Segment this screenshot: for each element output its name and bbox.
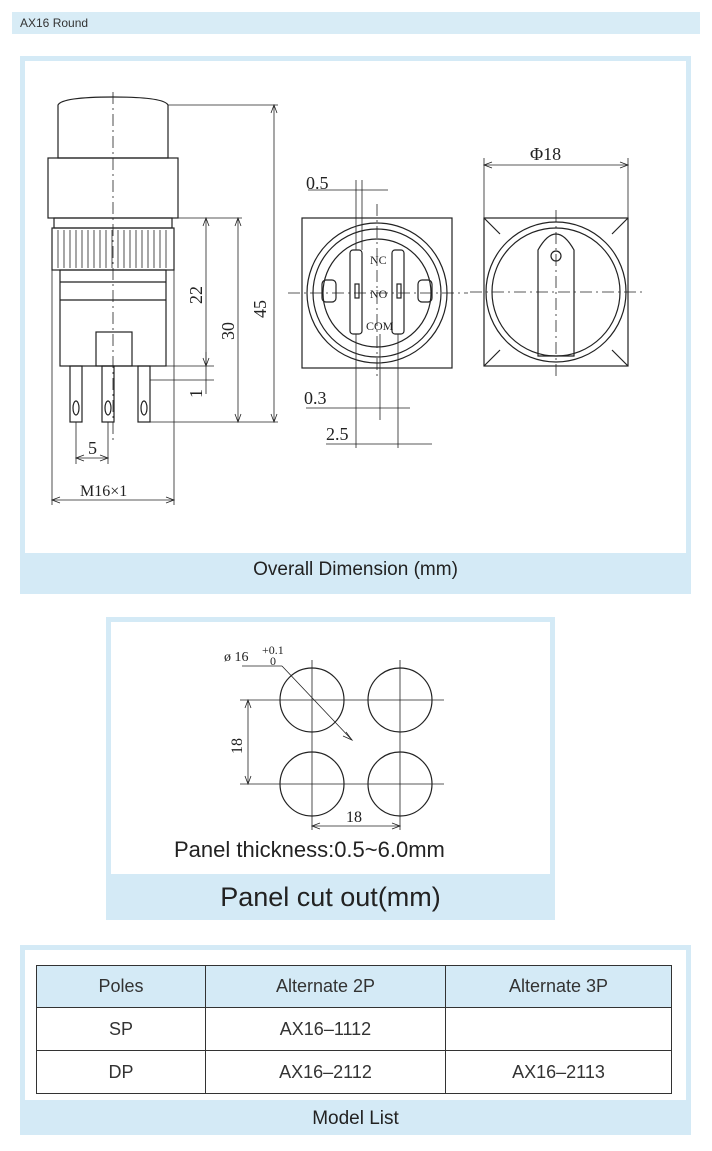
dim-45: 45 <box>250 300 270 318</box>
cell-poles: DP <box>36 1050 206 1094</box>
model-table-header-row: Poles Alternate 2P Alternate 3P <box>36 965 672 1008</box>
dim-22: 22 <box>186 286 206 304</box>
cell-alternate-2p: AX16–1112 <box>205 1007 446 1051</box>
dim-0-5: 0.5 <box>306 173 329 193</box>
terminal-nc-label: NC <box>370 253 387 267</box>
header-alternate-3p: Alternate 3P <box>445 965 672 1008</box>
panel-cutout-caption: Panel cut out(mm) <box>220 882 441 912</box>
panel-cutout-panel: ø 16 +0.1 0 18 18 Panel thickness:0.5~6.… <box>106 617 555 920</box>
overall-dimension-drawing-area: 0.5 Φ18 22 30 45 1 5 M16×1 0.3 2.5 NC NO… <box>25 61 686 553</box>
header-poles: Poles <box>36 965 206 1008</box>
header-alternate-2p: Alternate 2P <box>205 965 446 1008</box>
overall-dimension-drawing: 0.5 Φ18 22 30 45 1 5 M16×1 0.3 2.5 NC NO… <box>47 92 642 505</box>
overall-dimension-caption: Overall Dimension (mm) <box>253 559 458 580</box>
overall-dimension-panel: 0.5 Φ18 22 30 45 1 5 M16×1 0.3 2.5 NC NO… <box>20 56 691 594</box>
terminal-com-label: COM <box>366 319 394 333</box>
panel-cutout-drawing-area: ø 16 +0.1 0 18 18 Panel thickness:0.5~6.… <box>111 622 550 874</box>
panel-cutout-drawing: ø 16 +0.1 0 18 18 Panel thickness:0.5~6.… <box>174 643 445 862</box>
dim-phi-18: Φ18 <box>530 144 561 164</box>
cell-alternate-2p: AX16–2112 <box>205 1050 446 1094</box>
cell-alternate-3p: AX16–2113 <box>445 1050 672 1094</box>
cutout-vertical-18: 18 <box>229 738 246 754</box>
dim-0-3: 0.3 <box>304 388 327 408</box>
model-list-caption: Model List <box>312 1108 399 1129</box>
cutout-horizontal-18: 18 <box>346 809 362 826</box>
cell-alternate-3p <box>445 1007 672 1051</box>
terminal-no-label: NO <box>370 287 388 301</box>
dim-2-5: 2.5 <box>326 424 349 444</box>
model-list-table: Poles Alternate 2P Alternate 3P SP AX16–… <box>36 965 672 1094</box>
page-header-title: AX16 Round <box>20 16 89 30</box>
panel-thickness-text: Panel thickness:0.5~6.0mm <box>174 837 445 862</box>
cell-poles: SP <box>36 1007 206 1051</box>
cutout-tolerance-zero: 0 <box>270 654 276 668</box>
cutout-diameter-label: ø 16 <box>224 650 249 665</box>
page-header: AX16 Round <box>12 12 700 34</box>
dim-30: 30 <box>218 322 238 340</box>
table-row: DP AX16–2112 AX16–2113 <box>36 1050 672 1094</box>
cutout-tolerance-plus: +0.1 <box>262 643 284 657</box>
dim-5: 5 <box>88 438 97 458</box>
dim-m16: M16×1 <box>80 483 127 500</box>
table-row: SP AX16–1112 <box>36 1007 672 1051</box>
dim-1: 1 <box>186 389 206 398</box>
